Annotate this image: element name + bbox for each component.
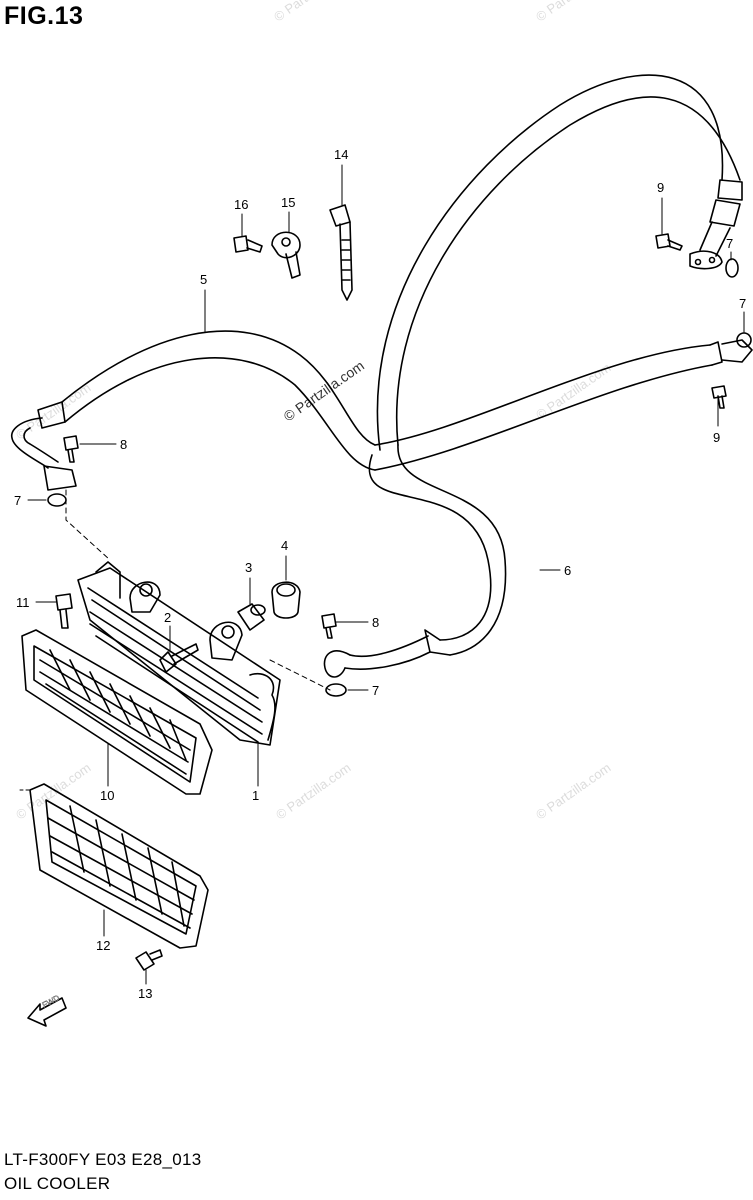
o-ring-7	[725, 258, 739, 278]
callout-2: 2	[164, 610, 171, 625]
figure-title: FIG.13	[4, 2, 84, 30]
callout-3: 3	[245, 560, 252, 575]
front-arrow-label: FWD	[41, 993, 62, 1010]
o-ring-7	[736, 332, 752, 348]
callout-9: 9	[657, 180, 664, 195]
diagram-name: OIL COOLER	[4, 1174, 111, 1193]
callout-14: 14	[334, 147, 348, 162]
callout-13: 13	[138, 986, 152, 1001]
callout-11: 11	[16, 595, 30, 610]
callout-8: 8	[120, 437, 127, 452]
callout-8: 8	[372, 615, 379, 630]
hose-5	[11, 330, 753, 491]
bolt-9-lower	[711, 385, 727, 409]
o-ring-7	[325, 683, 347, 697]
bolt-2	[159, 643, 199, 673]
callout-7: 7	[739, 296, 746, 311]
callouts: 1 2 3 4 5 6 7 7 7 7 8 8 9 9 10 11 12 13 …	[14, 147, 746, 1010]
callout-7: 7	[726, 236, 733, 251]
callout-9: 9	[713, 430, 720, 445]
cable-tie-14	[329, 204, 353, 301]
callout-7: 7	[372, 683, 379, 698]
collar-3	[237, 603, 266, 631]
grille-12	[29, 783, 209, 949]
callout-15: 15	[281, 195, 295, 210]
callout-1: 1	[252, 788, 259, 803]
watermark: © Partzilla.com	[533, 0, 613, 24]
watermark: © Partzilla.com	[533, 760, 613, 823]
bolt-11	[55, 593, 73, 629]
grommet-4	[271, 581, 301, 619]
front-arrow-icon	[27, 997, 67, 1027]
o-ring-7	[47, 493, 67, 507]
hose-6	[323, 74, 743, 678]
callout-12: 12	[96, 938, 110, 953]
callout-4: 4	[281, 538, 288, 553]
watermark-center: © Partzilla.com	[281, 357, 367, 424]
watermark: © Partzilla.com	[273, 760, 353, 823]
callout-5: 5	[200, 272, 207, 287]
bolt-13	[135, 949, 163, 971]
diagram-code: LT-F300FY E03 E28_013	[4, 1150, 202, 1169]
callout-16: 16	[234, 197, 248, 212]
watermark: © Partzilla.com	[13, 760, 93, 823]
bolt-9-upper	[655, 233, 683, 251]
watermark: © Partzilla.com	[271, 0, 351, 24]
grille-10	[21, 629, 213, 795]
bolt-8-upper	[63, 435, 79, 463]
callout-7: 7	[14, 493, 21, 508]
callout-10: 10	[100, 788, 114, 803]
oil-cooler-1	[77, 561, 281, 746]
clamp-15	[271, 231, 301, 279]
bolt-16	[233, 235, 263, 253]
leader-lines	[19, 164, 745, 985]
bolt-8-lower	[321, 613, 337, 639]
callout-6: 6	[564, 563, 571, 578]
